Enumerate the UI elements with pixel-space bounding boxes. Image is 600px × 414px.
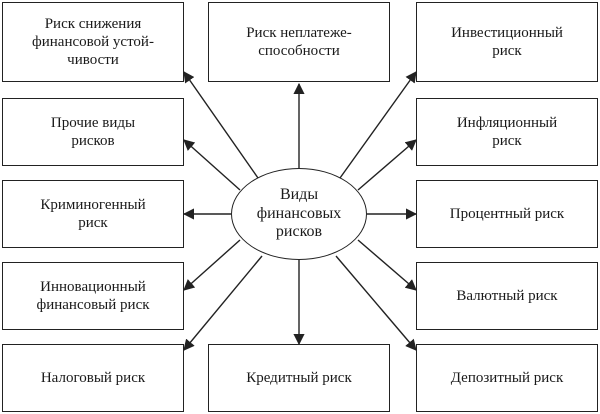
- box-label: Кредитный риск: [246, 369, 352, 386]
- box-risk-insolvency: Риск неплатеже- способности: [208, 2, 390, 82]
- box-other-risks: Прочие виды рисков: [2, 98, 184, 166]
- center-label: Виды финансовых рисков: [256, 185, 342, 241]
- box-inflation-risk: Инфляционный риск: [416, 98, 598, 166]
- arrow-to-right-2: [357, 139, 417, 191]
- box-label: Инвестиционный риск: [451, 24, 563, 59]
- box-label: Валютный риск: [456, 287, 558, 304]
- box-label: Процентный риск: [449, 205, 565, 222]
- box-label: Прочие виды рисков: [50, 114, 136, 149]
- box-credit-risk: Кредитный риск: [208, 344, 390, 412]
- center-node-financial-risk-types: Виды финансовых рисков: [231, 168, 367, 260]
- arrow-to-left-4: [183, 239, 241, 291]
- arrow-to-top-left: [183, 71, 259, 179]
- box-label: Инновационный финансовый риск: [36, 278, 150, 313]
- arrow-to-left-2: [183, 139, 241, 191]
- box-interest-risk: Процентный риск: [416, 180, 598, 248]
- box-criminogenic-risk: Криминогенный риск: [2, 180, 184, 248]
- arrow-to-bottom-left: [183, 255, 263, 351]
- box-label: Инфляционный риск: [456, 114, 558, 149]
- box-tax-risk: Налоговый риск: [2, 344, 184, 412]
- box-investment-risk: Инвестиционный риск: [416, 2, 598, 82]
- box-label: Депозитный риск: [450, 369, 564, 386]
- box-label: Налоговый риск: [40, 369, 146, 386]
- box-label: Риск снижения финансовой устой- чивости: [32, 15, 154, 69]
- box-risk-financial-stability: Риск снижения финансовой устой- чивости: [2, 2, 184, 82]
- box-currency-risk: Валютный риск: [416, 262, 598, 330]
- box-innovation-financial-risk: Инновационный финансовый риск: [2, 262, 184, 330]
- arrow-to-bottom-right: [335, 255, 417, 351]
- arrow-to-top-right: [339, 71, 417, 179]
- arrow-to-right-4: [357, 239, 417, 291]
- box-label: Риск неплатеже- способности: [246, 24, 352, 59]
- box-deposit-risk: Депозитный риск: [416, 344, 598, 412]
- box-label: Криминогенный риск: [40, 196, 146, 231]
